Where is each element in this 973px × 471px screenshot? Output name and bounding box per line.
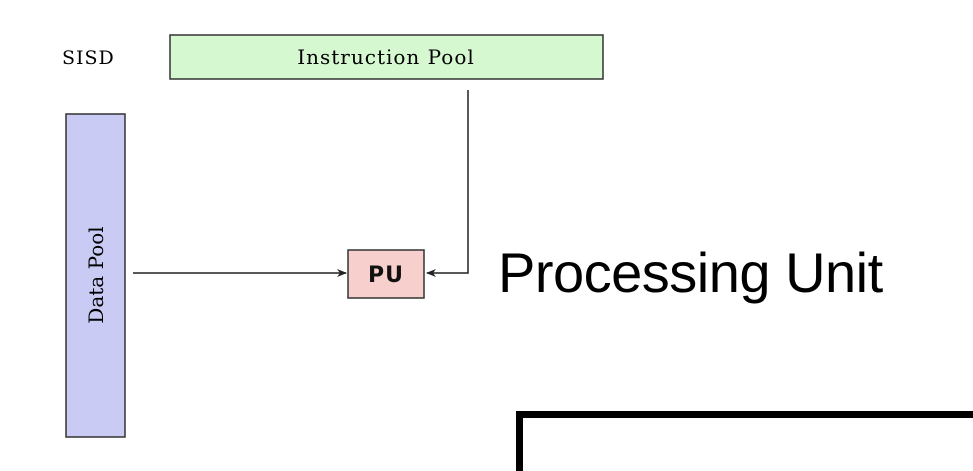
instruction-pool-box — [169, 34, 604, 80]
pu-label: PU — [368, 263, 404, 288]
data-pool-box — [65, 113, 126, 438]
pu-box — [347, 249, 425, 299]
processing-unit-caption: Processing Unit — [498, 241, 883, 304]
bottom-frame-outline — [516, 411, 973, 471]
instruction-to-pu-arrow — [426, 90, 469, 277]
data-pool-label: Data Pool — [84, 226, 108, 323]
instruction-pool-label: Instruction Pool — [297, 45, 475, 69]
sisd-diagram: SISD Instruction Pool Data Pool PU Proce… — [62, 34, 973, 471]
sisd-label: SISD — [62, 47, 115, 69]
diagram-canvas: SISD Instruction Pool Data Pool PU — [62, 34, 604, 438]
